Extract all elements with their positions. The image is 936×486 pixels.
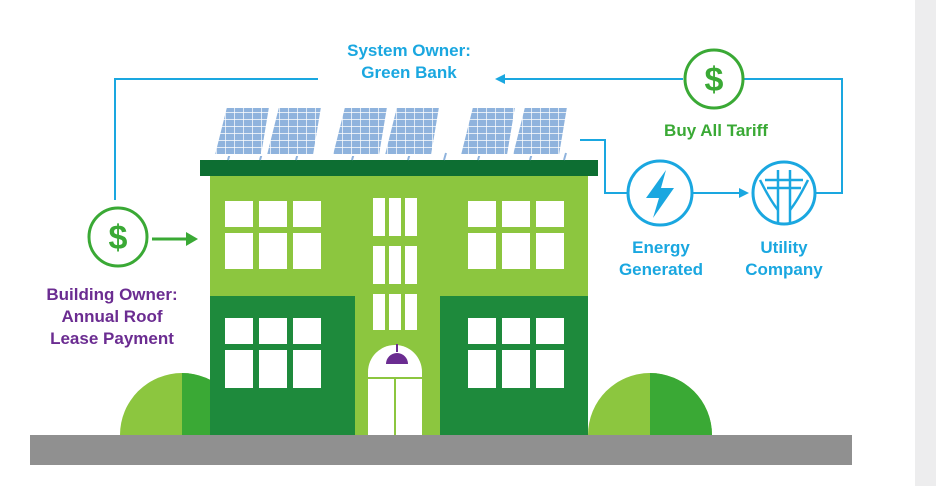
buy-all-tariff-label: Buy All Tariff (664, 121, 768, 140)
door-lamp-icon (386, 344, 408, 364)
payment-arrow (152, 232, 198, 246)
dollar-icon: $ (683, 48, 745, 110)
flow-lines (114, 74, 843, 200)
ground-strip (30, 435, 852, 465)
entrance-door (368, 345, 422, 435)
building-owner-label: Building Owner: Annual Roof Lease Paymen… (46, 285, 178, 348)
windows (225, 198, 564, 388)
system-owner-label: System Owner: Green Bank (347, 41, 471, 82)
solar-panels (212, 106, 570, 161)
dollar-icon: $ (87, 206, 149, 268)
energy-generated-label: Energy Generated (618, 238, 704, 279)
svg-text:$: $ (705, 61, 724, 99)
bush-right (588, 373, 712, 435)
lightning-bolt-icon (626, 159, 694, 227)
side-panel (915, 0, 936, 486)
utility-company-label: Utility Company (745, 238, 823, 279)
svg-text:$: $ (109, 219, 128, 257)
power-pole-icon (751, 160, 817, 226)
